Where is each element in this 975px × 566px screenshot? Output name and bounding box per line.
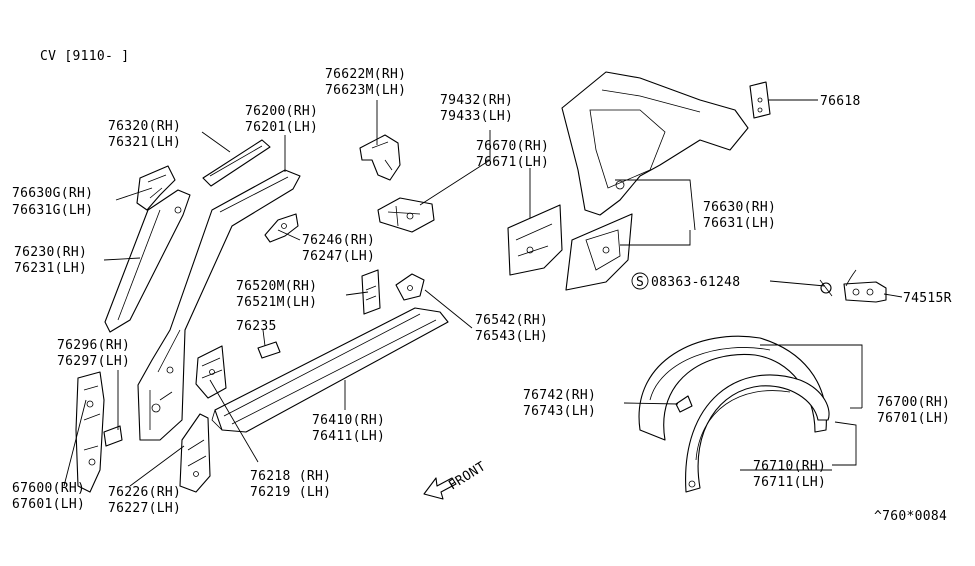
svg-text:76743(LH): 76743(LH) [523,404,596,419]
part-76670 [507,204,563,276]
svg-text:76321(LH): 76321(LH) [108,135,181,150]
svg-text:76520M(RH): 76520M(RH) [236,279,317,294]
svg-text:76700(RH): 76700(RH) [877,395,950,410]
svg-text:76411(LH): 76411(LH) [312,429,385,444]
part-76542 [395,273,425,301]
callout-76246: 76246(RH) 76247(LH) [302,233,375,264]
part-76630 [561,71,749,216]
part-76230 [104,189,191,333]
part-76410 [211,307,449,433]
callout-76235: 76235 [236,319,277,334]
svg-text:76742(RH): 76742(RH) [523,388,596,403]
part-76700 [638,335,827,441]
model-label: CV [9110- ] [40,49,129,64]
part-76235 [257,341,281,359]
svg-text:76201(LH): 76201(LH) [245,120,318,135]
callout-76296: 76296(RH) 76297(LH) [57,338,130,369]
callout-76618: 76618 [820,94,861,109]
svg-text:76630(RH): 76630(RH) [703,200,776,215]
front-arrow-icon [423,477,457,500]
svg-text:76247(LH): 76247(LH) [302,249,375,264]
svg-text:76671(LH): 76671(LH) [476,155,549,170]
svg-text:76246(RH): 76246(RH) [302,233,375,248]
part-76296 [103,425,123,447]
svg-text:76226(RH): 76226(RH) [108,485,181,500]
callout-08363: S 08363-61248 [631,272,740,290]
svg-text:67600(RH): 67600(RH) [12,481,85,496]
svg-text:76219 (LH): 76219 (LH) [250,485,331,500]
part-08363-bolt [819,279,833,297]
svg-text:76631(LH): 76631(LH) [703,216,776,231]
svg-text:76623M(LH): 76623M(LH) [325,83,406,98]
callout-76742: 76742(RH) 76743(LH) [523,388,596,419]
s-mark: S [636,275,644,290]
svg-text:76231(LH): 76231(LH) [14,261,87,276]
part-76622m [359,134,401,181]
callout-76542: 76542(RH) 76543(LH) [475,313,548,344]
callout-76410: 76410(RH) 76411(LH) [312,413,385,444]
callout-76630: 76630(RH) 76631(LH) [703,200,776,231]
callout-76622m: 76622M(RH) 76623M(LH) [325,67,406,98]
svg-text:76542(RH): 76542(RH) [475,313,548,328]
callout-79432: 79432(RH) 79433(LH) [440,93,513,124]
svg-text:76235: 76235 [236,319,277,334]
callout-76700: 76700(RH) 76701(LH) [877,395,950,426]
svg-text:76711(LH): 76711(LH) [753,475,826,490]
callout-76320: 76320(RH) 76321(LH) [108,119,181,150]
part-67600 [75,371,105,493]
part-76320 [202,139,271,187]
part-79432 [377,197,435,233]
callout-76670: 76670(RH) 76671(LH) [476,139,549,170]
part-74515r [843,269,887,303]
part-76246 [264,213,299,243]
callout-76520m: 76520M(RH) 76521M(LH) [236,279,317,310]
svg-text:76521M(LH): 76521M(LH) [236,295,317,310]
part-76200 [137,169,301,441]
svg-text:76320(RH): 76320(RH) [108,119,181,134]
callout-74515r: 74515R [903,291,952,306]
callout-76630g: 76630G(RH) 76631G(LH) [12,186,93,218]
svg-text:79432(RH): 79432(RH) [440,93,513,108]
svg-text:08363-61248: 08363-61248 [651,275,740,290]
svg-text:76622M(RH): 76622M(RH) [325,67,406,82]
svg-text:74515R: 74515R [903,291,952,306]
svg-text:76618: 76618 [820,94,861,109]
svg-text:76543(LH): 76543(LH) [475,329,548,344]
s-circle-icon [631,272,649,290]
part-76630-inner [565,213,633,291]
callout-76226: 76226(RH) 76227(LH) [108,485,181,516]
part-76710 [685,374,830,493]
diagram-code: ^760*0084 [874,509,947,524]
svg-text:76230(RH): 76230(RH) [14,245,87,260]
part-76520m [361,269,381,315]
svg-text:76710(RH): 76710(RH) [753,459,826,474]
callout-76200: 76200(RH) 76201(LH) [245,104,318,135]
svg-text:76631G(LH): 76631G(LH) [12,203,93,218]
svg-text:76297(LH): 76297(LH) [57,354,130,369]
svg-text:76701(LH): 76701(LH) [877,411,950,426]
part-76218 [195,345,227,399]
svg-text:76670(RH): 76670(RH) [476,139,549,154]
svg-text:76218 (RH): 76218 (RH) [250,469,331,484]
part-76226 [179,413,211,493]
front-label: FRONT [446,459,488,493]
part-76630g [136,165,176,211]
callout-76218: 76218 (RH) 76219 (LH) [250,469,331,500]
leader-lines [63,99,903,487]
callout-76710: 76710(RH) 76711(LH) [753,459,826,490]
svg-text:76227(LH): 76227(LH) [108,501,181,516]
callout-67600: 67600(RH) 67601(LH) [12,481,85,512]
callout-76230: 76230(RH) 76231(LH) [14,245,87,276]
svg-text:76410(RH): 76410(RH) [312,413,385,428]
svg-text:67601(LH): 67601(LH) [12,497,85,512]
svg-text:76200(RH): 76200(RH) [245,104,318,119]
svg-text:76630G(RH): 76630G(RH) [12,186,93,201]
svg-text:76296(RH): 76296(RH) [57,338,130,353]
part-76742 [675,395,693,413]
svg-text:79433(LH): 79433(LH) [440,109,513,124]
part-76618 [749,81,771,119]
